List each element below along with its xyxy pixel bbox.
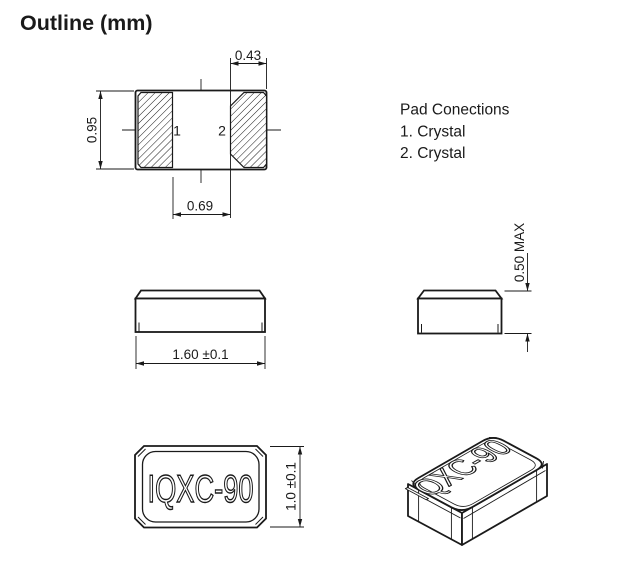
- dim-height: 0.50 MAX: [504, 223, 532, 352]
- pad-connections-note: Pad Conections 1. Crystal 2. Crystal: [400, 102, 510, 163]
- pad-2: [229, 91, 268, 169]
- arrowhead: [222, 212, 231, 217]
- iso-top-face: [412, 437, 543, 511]
- dim-length: 1.60 ±0.1: [135, 336, 266, 369]
- arrowhead: [258, 61, 267, 66]
- lid-seam-line: [463, 470, 546, 519]
- pad-connections-heading: Pad Conections: [400, 102, 510, 119]
- iso-lid-surface: [419, 441, 536, 507]
- corner-castellation: [255, 448, 264, 457]
- pad-connections-item-1: 1. Crystal: [400, 124, 465, 141]
- arrowhead: [525, 283, 530, 291]
- dim-pad-width: 0.43: [230, 48, 267, 218]
- marking-view: IQXC-90 1.0 ±0.1: [134, 445, 304, 529]
- corner-castellation: [137, 516, 146, 525]
- isometric-view: IQXC-90: [397, 434, 548, 546]
- marking-view-lid-surface: [141, 450, 260, 523]
- top-view: 1 2 0.43 0.95 0.69: [85, 48, 281, 219]
- corner-castellation: [255, 516, 264, 525]
- arrowhead: [98, 161, 103, 169]
- pad-1-label: 1: [173, 123, 181, 139]
- arrowhead: [297, 446, 303, 455]
- arrowhead: [297, 519, 303, 527]
- dim-width: 1.0 ±0.1: [270, 446, 304, 528]
- arrowhead: [257, 361, 265, 366]
- corner-mark: [411, 480, 418, 487]
- arrowhead: [525, 333, 530, 342]
- dim-height-value: 0.50 MAX: [512, 223, 527, 282]
- side-view-body: [417, 297, 503, 335]
- arrowhead: [230, 61, 239, 66]
- dim-pad-gap: 0.69: [172, 177, 231, 219]
- dim-body-width-value: 0.95: [85, 117, 100, 143]
- side-view-lid: [416, 289, 504, 300]
- side-view: 0.50 MAX: [416, 223, 532, 352]
- part-marking: IQXC-90: [148, 468, 254, 511]
- front-view-body: [134, 297, 266, 333]
- lid-seam-line: [409, 490, 461, 519]
- dim-pad-width-value: 0.43: [235, 48, 261, 63]
- pad-1: [137, 91, 174, 169]
- arrowhead: [173, 212, 181, 217]
- front-view-lid: [133, 289, 267, 300]
- page-title: Outline (mm): [20, 11, 153, 35]
- dim-body-width: 0.95: [85, 90, 134, 170]
- arrowhead: [98, 91, 103, 99]
- dim-pad-gap-value: 0.69: [187, 199, 213, 214]
- dim-length-value: 1.60 ±0.1: [172, 347, 228, 362]
- dim-width-value: 1.0 ±0.1: [284, 462, 299, 511]
- corner-castellation: [137, 448, 146, 457]
- pad-2-label: 2: [218, 123, 226, 139]
- pad-connections-item-2: 2. Crystal: [400, 145, 465, 162]
- corner-mark: [542, 460, 544, 469]
- arrowhead: [136, 361, 144, 366]
- front-view: 1.60 ±0.1: [133, 289, 267, 369]
